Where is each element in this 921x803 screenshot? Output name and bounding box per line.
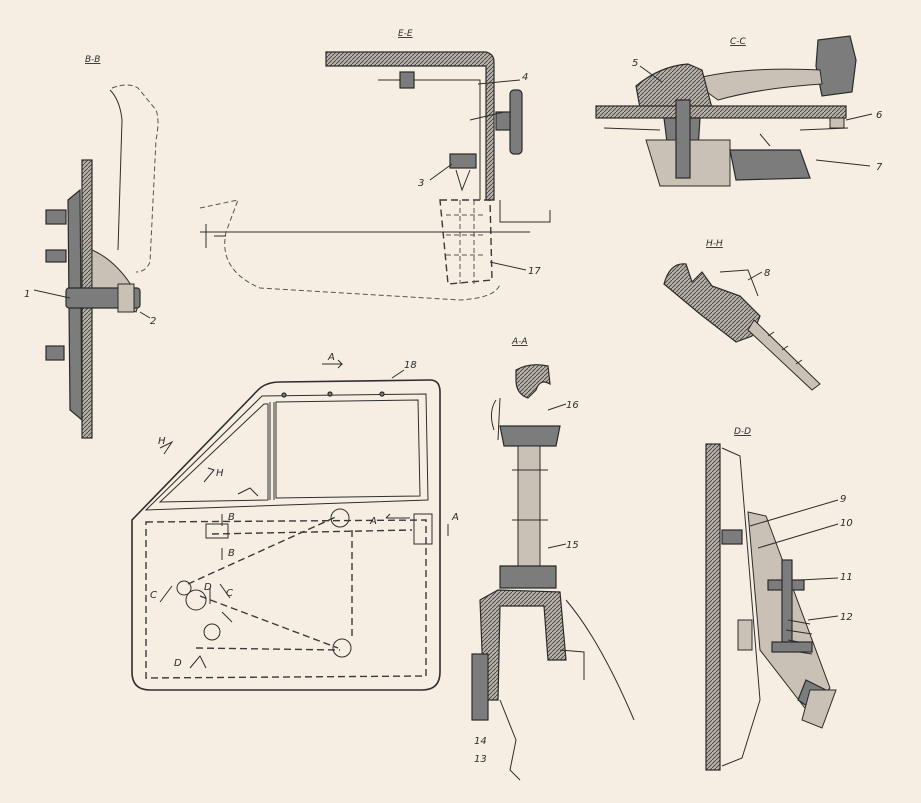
callout-13: 13 [474, 754, 487, 765]
callout-14: 14 [474, 736, 487, 747]
upper-seal-profile [515, 364, 551, 399]
handle-hub-5 [635, 63, 713, 109]
marker-b-bottom: B [228, 548, 235, 559]
section-a-a-title: A-A [511, 337, 528, 347]
callout-5: 5 [632, 58, 638, 69]
marker-b-top: B [228, 512, 235, 523]
section-d-d-title: D-D [734, 427, 751, 437]
callout-1: 1 [24, 289, 30, 300]
callout-16: 16 [566, 400, 579, 411]
lower-channel-hatched [479, 589, 567, 701]
door-inner-panel-c-c [595, 105, 847, 119]
callout-17: 17 [528, 266, 541, 277]
section-c-c-title: C-C [730, 37, 747, 47]
section-h-h-view: H-H 8 [663, 239, 821, 391]
marker-h-outer: H [158, 436, 166, 447]
marker-d-bottom: D [174, 658, 182, 669]
lock-rod [747, 319, 821, 391]
callout-11: 11 [840, 572, 853, 583]
callout-7: 7 [876, 162, 883, 173]
callout-8: 8 [764, 268, 770, 279]
callout-4: 4 [522, 72, 528, 83]
callout-18: 18 [404, 360, 417, 371]
crank-knob [815, 35, 857, 97]
door-elevation-view: A A A B B C C D D H H 18 [131, 352, 459, 691]
callout-6: 6 [876, 110, 882, 121]
section-h-h-title: H-H [706, 239, 723, 249]
door-glass-section [517, 445, 541, 567]
door-lock-handle-section [663, 263, 761, 343]
callout-3: 3 [418, 178, 424, 189]
inner-panel-outline [145, 519, 427, 679]
marker-c-left: C [150, 590, 157, 601]
callout-9: 9 [840, 494, 846, 505]
marker-a-top: A [327, 352, 335, 363]
window-glass-channel [325, 51, 495, 201]
callout-15: 15 [566, 540, 579, 551]
section-e-e-view: E-E 4 3 17 [199, 29, 551, 301]
door-panel-d-d [705, 443, 721, 771]
callout-10: 10 [840, 518, 853, 529]
section-d-d-view: D-D 9 10 11 12 [705, 427, 853, 771]
regulator-linkage-dashed [187, 515, 413, 651]
marker-d-top: D [204, 582, 212, 593]
section-a-a-view: A-A 16 15 14 13 [471, 337, 635, 781]
section-b-b-title: B-B [85, 55, 100, 65]
roller-3 [449, 153, 477, 169]
window-frame [144, 393, 429, 511]
crank-arm [688, 68, 823, 101]
door-glass [275, 399, 421, 499]
door-outer-skin-14 [471, 653, 489, 721]
marker-a-left: A [369, 516, 377, 527]
section-c-c-view: C-C 5 6 7 [595, 35, 883, 187]
marker-h-inner: H [216, 468, 224, 479]
door-outer-contour [131, 379, 441, 691]
callout-2: 2 [150, 316, 156, 327]
glass-run-channel-15 [499, 565, 557, 589]
callout-12: 12 [840, 612, 853, 623]
marker-a-right: A [451, 512, 459, 523]
section-b-b-view: B-B 1 2 [24, 55, 159, 439]
window-regulator-outline [439, 199, 493, 285]
marker-c-right: C [226, 588, 233, 599]
section-e-e-title: E-E [398, 29, 413, 39]
regulator-handle-disc [509, 89, 523, 155]
glass-run-channel-16 [499, 425, 561, 447]
